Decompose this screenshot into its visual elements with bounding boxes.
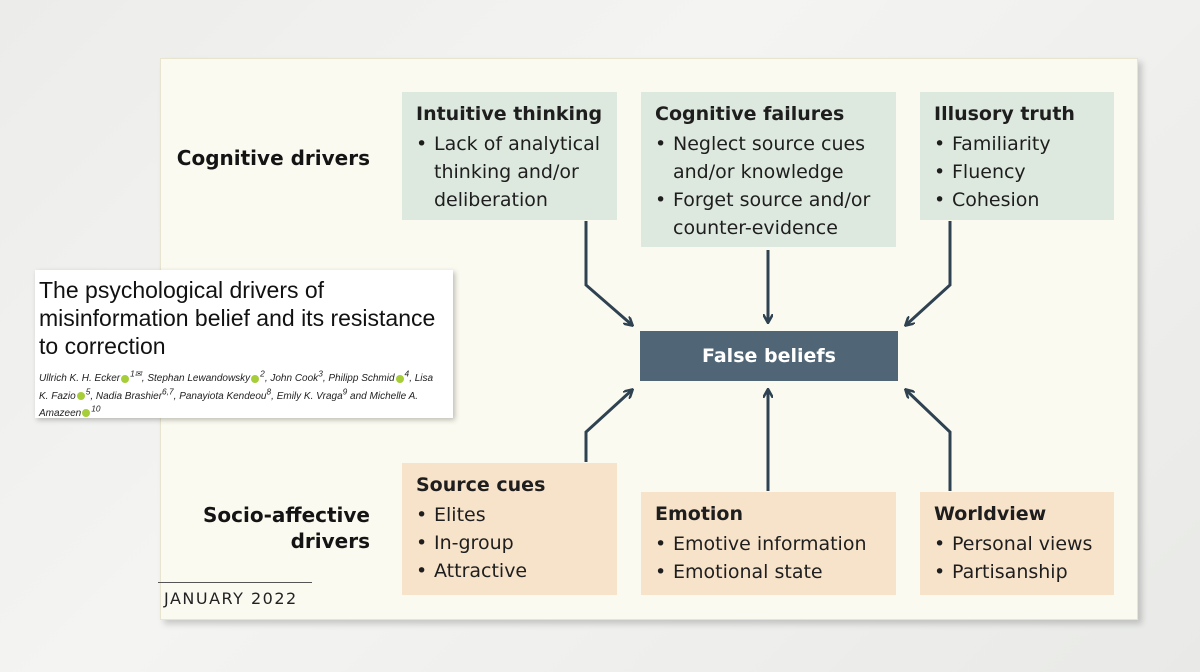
author: Panayiota Kendeou8, bbox=[179, 386, 277, 402]
list-item: In-group bbox=[416, 529, 603, 557]
orcid-icon bbox=[76, 392, 85, 401]
false-beliefs-box: False beliefs bbox=[640, 331, 898, 381]
emotion-box: Emotion Emotive information Emotional st… bbox=[641, 492, 896, 595]
list-item: Personal views bbox=[934, 530, 1100, 558]
list-item: Emotional state bbox=[655, 558, 882, 586]
author: Nadia Brashier6,7, bbox=[95, 386, 180, 402]
cognitive-failures-box: Cognitive failures Neglect source cues a… bbox=[641, 92, 896, 247]
list-item: Emotive information bbox=[655, 530, 882, 558]
orcid-icon bbox=[251, 374, 260, 383]
intuitive-thinking-box: Intuitive thinking Lack of analytical th… bbox=[402, 92, 617, 220]
list-item: Cohesion bbox=[934, 186, 1100, 214]
list-item: Familiarity bbox=[934, 130, 1100, 158]
box-title: Worldview bbox=[934, 503, 1047, 525]
author: Emily K. Vraga9 and bbox=[276, 386, 370, 402]
list-item: Fluency bbox=[934, 158, 1100, 186]
orcid-icon bbox=[395, 374, 404, 383]
list-item: Elites bbox=[416, 501, 603, 529]
list-item: Lack of analytical thinking and/or delib… bbox=[416, 130, 603, 214]
paper-title: The psychological drivers of misinformat… bbox=[39, 277, 436, 359]
box-title: Emotion bbox=[655, 503, 744, 525]
box-title: Cognitive failures bbox=[655, 103, 845, 125]
socio-label-line2: drivers bbox=[290, 529, 370, 553]
box-title: Intuitive thinking bbox=[416, 103, 603, 125]
publication-date: JANUARY 2022 bbox=[164, 589, 298, 608]
list-item: Partisanship bbox=[934, 558, 1100, 586]
socio-label-line1: Socio-affective bbox=[202, 503, 370, 527]
socio-affective-drivers-label: Socio-affective drivers bbox=[170, 502, 370, 554]
paper-title-card: The psychological drivers of misinformat… bbox=[35, 270, 453, 420]
list-item: Attractive bbox=[416, 557, 603, 585]
orcid-icon bbox=[82, 409, 91, 418]
list-item: Neglect source cues and/or knowledge bbox=[655, 130, 882, 186]
false-beliefs-label: False beliefs bbox=[702, 345, 836, 367]
illusory-truth-box: Illusory truth Familiarity Fluency Cohes… bbox=[920, 92, 1114, 220]
source-cues-box: Source cues Elites In-group Attractive bbox=[402, 463, 617, 595]
list-item: Forget source and/or counter-evidence bbox=[655, 186, 882, 242]
author: John Cook3, bbox=[270, 369, 329, 385]
date-footer: JANUARY 2022 bbox=[158, 582, 312, 608]
orcid-icon bbox=[121, 374, 130, 383]
box-title: Illusory truth bbox=[934, 103, 1075, 125]
cognitive-drivers-label: Cognitive drivers bbox=[176, 146, 370, 170]
worldview-box: Worldview Personal views Partisanship bbox=[920, 492, 1114, 595]
box-title: Source cues bbox=[416, 474, 546, 496]
